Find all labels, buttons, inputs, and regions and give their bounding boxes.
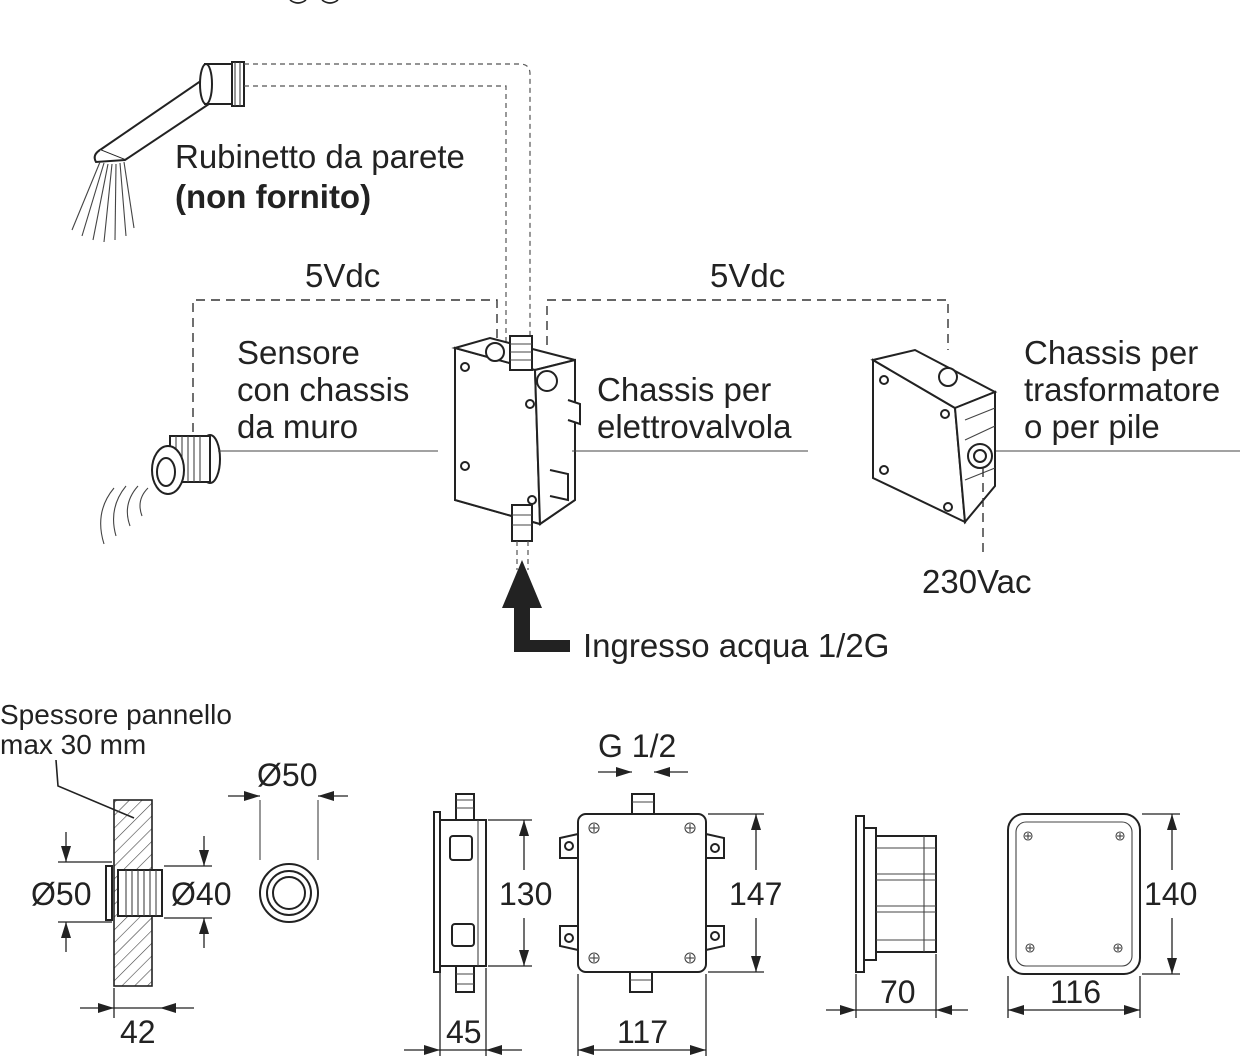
panel-thickness-label-line1: Spessore pannello xyxy=(0,699,232,730)
valve-label-line1: Chassis per xyxy=(597,371,771,408)
water-inlet-label: Ingresso acqua 1/2G xyxy=(583,627,889,664)
dim-arrow-icon xyxy=(424,1045,502,1055)
water-inlet-arrow-icon xyxy=(502,560,570,652)
sensor-label-line1: Sensore xyxy=(237,334,360,371)
sensor-depth-value: 42 xyxy=(120,1014,156,1050)
transformer-side-view-drawing xyxy=(855,815,937,973)
faucet-label-line1: Rubinetto da parete xyxy=(175,138,465,175)
transformer-width-dimension xyxy=(1007,976,1141,1018)
wall-sensor-illustration xyxy=(100,434,221,545)
transformer-label-line3: o per pile xyxy=(1024,408,1160,445)
transformer-height-value: 140 xyxy=(1144,876,1197,912)
dim-arrow-icon xyxy=(616,767,670,777)
valve-thread-label: G 1/2 xyxy=(598,728,676,764)
water-pipe-inner xyxy=(244,85,507,345)
sensor-front-view-drawing xyxy=(259,800,319,923)
dim-arrow-icon xyxy=(98,1003,176,1013)
transformer-label-line2: trasformatore xyxy=(1024,371,1220,408)
sensor-label-line2: con chassis xyxy=(237,371,409,408)
transformer-depth-value: 70 xyxy=(880,974,916,1010)
valve-front-width-value: 117 xyxy=(617,1014,668,1050)
dim-arrow-icon xyxy=(1008,1005,1140,1015)
valve-side-height-value: 130 xyxy=(499,876,552,912)
dim-arrow-icon xyxy=(1167,814,1177,974)
transformer-label-line1: Chassis per xyxy=(1024,334,1198,371)
valve-label-line2: elettrovalvola xyxy=(597,408,792,445)
voltage-label-right: 5Vdc xyxy=(710,257,785,294)
transformer-front-view-drawing xyxy=(1007,813,1141,975)
wall-faucet-illustration xyxy=(71,61,245,243)
water-pipe-outer xyxy=(244,63,531,345)
transformer-cable-right xyxy=(546,299,949,350)
cropped-text-fragment xyxy=(289,0,339,4)
sensor-cable-left xyxy=(192,299,498,432)
panel-thickness-leader xyxy=(55,759,135,819)
valve-side-view-drawing xyxy=(433,793,487,993)
valve-side-depth-dimension xyxy=(404,968,522,1056)
sensor-label-line3: da muro xyxy=(237,408,358,445)
valve-front-height-value: 147 xyxy=(729,876,782,912)
solenoid-valve-box-illustration xyxy=(451,335,581,542)
panel-thickness-label-line2: max 30 mm xyxy=(0,729,146,760)
transformer-box-illustration xyxy=(870,348,998,525)
dim-arrow-icon xyxy=(751,814,761,972)
sensor-outer-diameter-value: Ø50 xyxy=(31,876,91,912)
dim-arrow-icon xyxy=(519,820,529,966)
sensor-side-view-drawing xyxy=(105,799,163,987)
sensor-front-diameter-value: Ø50 xyxy=(257,757,317,793)
transformer-width-value: 116 xyxy=(1050,974,1101,1010)
voltage-label-left: 5Vdc xyxy=(305,257,380,294)
valve-side-depth-value: 45 xyxy=(446,1014,482,1050)
sensor-inner-diameter-value: Ø40 xyxy=(171,876,231,912)
valve-front-width-dimension xyxy=(577,974,707,1056)
mains-voltage-label: 230Vac xyxy=(922,563,1031,600)
valve-front-view-drawing xyxy=(559,793,725,993)
faucet-label-line2: (non fornito) xyxy=(175,178,371,215)
